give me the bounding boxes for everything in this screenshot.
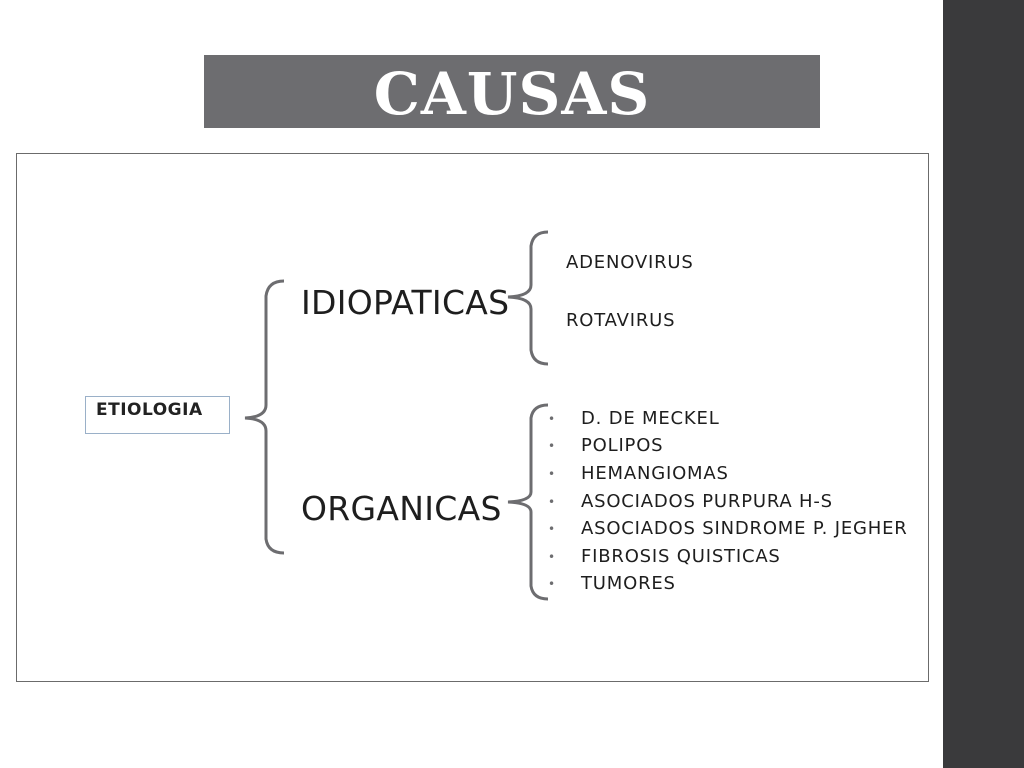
- list-item-text: ASOCIADOS SINDROME P. JEGHER: [581, 518, 908, 540]
- list-item-text: TUMORES: [581, 573, 676, 595]
- branch-organicas: ORGANICAS: [301, 489, 502, 528]
- bullet-icon: •: [548, 439, 556, 454]
- list-item: • TUMORES: [548, 571, 908, 599]
- bullet-icon: •: [548, 522, 556, 537]
- list-item: • HEMANGIOMAS: [548, 460, 908, 488]
- list-item-text: POLIPOS: [581, 435, 664, 457]
- list-item: • POLIPOS: [548, 433, 908, 461]
- bullet-icon: •: [548, 411, 556, 426]
- bullet-icon: •: [548, 466, 556, 481]
- bullet-icon: •: [548, 494, 556, 509]
- list-item-text: HEMANGIOMAS: [581, 462, 729, 484]
- list-item: • ASOCIADOS PURPURA H-S: [548, 488, 908, 516]
- organicas-list: • D. DE MECKEL • POLIPOS • HEMANGIOMAS •…: [548, 405, 908, 598]
- title-banner: CAUSAS: [204, 55, 820, 128]
- list-item-text: D. DE MECKEL: [581, 407, 720, 429]
- bullet-icon: •: [548, 549, 556, 564]
- list-item-text: ASOCIADOS PURPURA H-S: [581, 490, 833, 512]
- side-bar: [943, 0, 1024, 768]
- list-item-text: FIBROSIS QUISTICAS: [581, 545, 781, 567]
- slide-title: CAUSAS: [373, 59, 651, 128]
- leaf-rotavirus: ROTAVIRUS: [566, 310, 676, 331]
- bullet-icon: •: [548, 577, 556, 592]
- root-label: ETIOLOGIA: [96, 400, 203, 420]
- list-item: • ASOCIADOS SINDROME P. JEGHER: [548, 515, 908, 543]
- root-node: ETIOLOGIA: [85, 396, 230, 434]
- branch-idiopaticas: IDIOPATICAS: [301, 283, 510, 322]
- list-item: • D. DE MECKEL: [548, 405, 908, 433]
- leaf-adenovirus: ADENOVIRUS: [566, 252, 694, 273]
- list-item: • FIBROSIS QUISTICAS: [548, 543, 908, 571]
